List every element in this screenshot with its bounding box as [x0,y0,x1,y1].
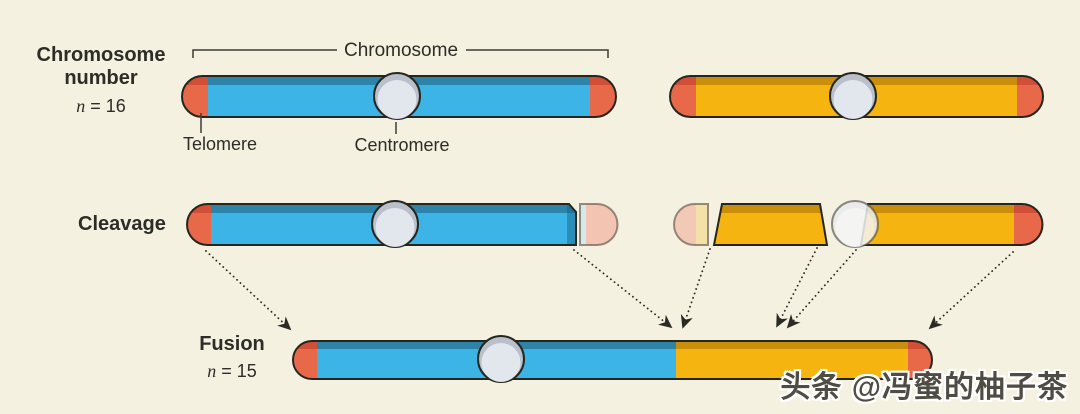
n-equals-15: n = 15 [188,361,276,382]
fusion-label: Fusion n = 15 [188,333,276,382]
telomere-label: Telomere [182,134,258,154]
fused-chromosome [292,335,933,383]
fused-blue-shading [293,341,932,349]
arrow-left-telomere-to-fusion [205,250,292,331]
removed-blue-telomere-outline [579,203,619,246]
telomere-left-shading [182,76,208,85]
n-variable: n [76,96,86,116]
cleaved-yellow-left-arm [712,203,829,246]
arrow-yellow-arm-cut-to-join [776,247,818,328]
n-variable: n [207,361,217,381]
bracket-chromosome-label: Chromosome [343,40,459,61]
telomere-right-shading [1014,204,1043,213]
cleaved-chromosome-blue [186,200,577,248]
removed-centromere-inner [835,208,875,247]
cleaved-blue-outline [186,203,577,246]
removed-blue-sliver [580,204,588,245]
telomere-left-shading [670,76,696,85]
fused-yellow-shading [676,341,932,349]
telomere-left [187,204,211,245]
cleaved-yellow-right-arm [859,203,1044,246]
chromosome-number-line1: Chromosome [36,44,166,66]
n-equals-16: n = 16 [25,96,177,117]
centromere-yellow [829,72,877,120]
chromosome-number-line2: number [64,67,138,89]
removed-blue-telomere [579,203,619,246]
yellow-arm-outline [712,203,829,246]
centromere-blue [373,72,421,120]
removed-yellow-telomere-outline [673,203,709,246]
arrow-yellow-left-arm-to-junction [680,248,711,329]
arrow-blue-cut-to-junction [573,249,673,329]
telomere-right-shading [1017,76,1043,85]
watermark-text: 头条 @冯蜜的柚子茶 [780,371,1068,404]
arrow-right-telomere-to-fusion [928,251,1014,330]
chromosome-number-label: Chromosome number n = 16 [25,44,177,117]
telomere-right-shading [590,76,616,85]
cut-face [567,204,576,245]
removed-centromere [831,200,879,248]
centromere-label: Centromere [354,135,450,155]
fusion-title: Fusion [199,333,265,355]
telomere-right-shading [908,341,932,349]
arrow-yellow-right-arm-to-join [786,249,857,329]
bracket-left [192,49,337,58]
chromosome-blue [181,72,617,120]
removed-yellow-sliver [696,204,708,245]
telomere-left-shading [187,204,211,213]
chromosome-yellow [669,72,1044,120]
n-value: = 16 [85,96,126,116]
n-value: = 15 [216,361,257,381]
yellow-arm-outline [859,203,1044,246]
yellow-arm-shading [714,204,827,213]
yellow-arm-shading [861,204,1043,213]
telomere-left-shading [293,341,317,349]
fused-chromosome-outline [292,340,933,380]
removed-yellow-telomere [673,203,709,246]
centromere-blue [371,200,419,248]
cleavage-label: Cleavage [78,213,166,235]
bracket-right [466,49,609,58]
centromere-fused [477,335,525,383]
removed-telomere-cap [586,204,618,245]
